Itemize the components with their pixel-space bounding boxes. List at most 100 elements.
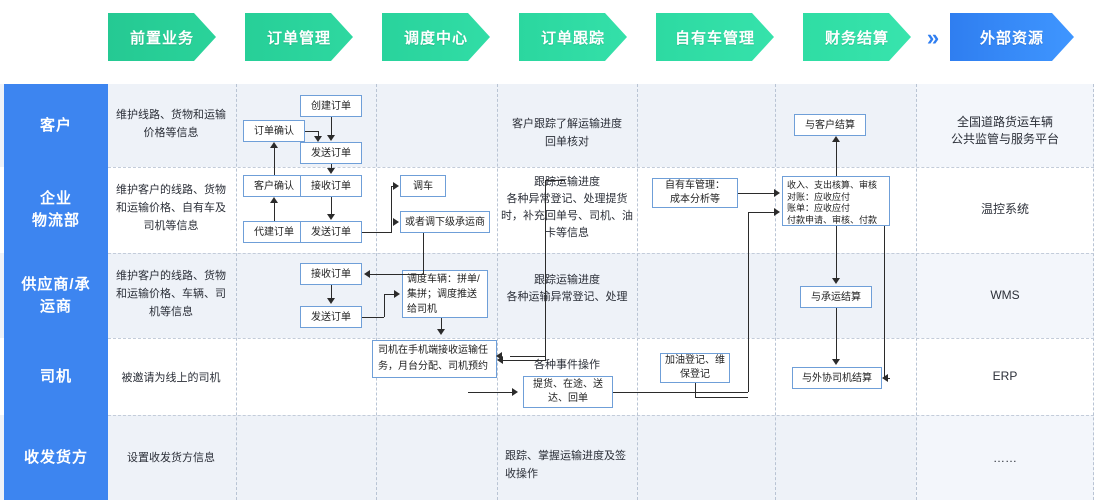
external-band-driver	[916, 338, 1094, 415]
connector-core-to-customer-settle	[836, 142, 837, 176]
box-driver-mobile-task[interactable]: 司机在手机端接收运输任务，月台分配、司机预约	[372, 340, 497, 378]
box-receive-order-1[interactable]: 接收订单	[300, 175, 362, 197]
row-separator	[108, 167, 1094, 168]
connector-schedule-to-driver	[441, 318, 442, 330]
column-separator	[497, 84, 498, 500]
cell-pre-business-customer: 维护线路、货物和运输价格等信息	[116, 109, 226, 139]
cell-tracking-carrier: 跟踪运输进度 各种运输异常登记、处理	[506, 274, 628, 303]
box-tracking-events[interactable]: 提货、在途、送达、回单	[523, 376, 613, 408]
arrow-right-icon	[774, 189, 780, 197]
stage-label: 订单跟踪	[540, 29, 605, 47]
row-label-text: 司机	[39, 367, 72, 385]
box-finance-core[interactable]: 收入、支出核算、审核 对账：应收应付 账单：应收应付 付款申请、审核、付款	[782, 176, 890, 226]
box-schedule-vehicle[interactable]: 调度车辆：拼单/集拼；调度推送给司机	[402, 270, 488, 318]
stage-separator-icon: »	[634, 25, 648, 50]
connector-confirm-to-send	[305, 131, 319, 132]
connector-fuel-down	[695, 383, 696, 397]
column-separator	[376, 84, 377, 500]
arrow-right-icon	[774, 208, 780, 216]
arrow-up-icon	[270, 197, 278, 203]
connector-to-tracking-events	[468, 392, 513, 393]
box-send-order-2[interactable]: 发送订单	[300, 221, 362, 243]
row-band-consignor	[0, 415, 1094, 500]
row-label-text: 供应商/承 运商	[21, 275, 91, 315]
row-label-enterprise-logistics[interactable]: 企业 物流部	[4, 167, 108, 254]
connector-send3-to-schedule	[362, 317, 384, 318]
stage-label: 财务结算	[824, 29, 889, 47]
external-band-consignor	[916, 415, 1094, 500]
row-label-supplier-carrier[interactable]: 供应商/承 运商	[4, 253, 108, 339]
box-settle-with-carrier[interactable]: 与承运结算	[800, 286, 872, 308]
connector-to-schedule-vehicle	[384, 294, 394, 295]
column-separator	[916, 84, 917, 500]
box-send-order-3[interactable]: 发送订单	[300, 306, 362, 328]
stage-chevron-dispatch-center[interactable]: 调度中心	[382, 13, 490, 61]
stage-chevron-own-vehicle-management[interactable]: 自有车管理	[656, 13, 774, 61]
row-band-logistics	[0, 167, 1094, 253]
box-or-sub-carrier[interactable]: 或者调下级承运商	[400, 211, 490, 233]
arrow-right-icon	[394, 290, 400, 298]
box-own-vehicle-management[interactable]: 自有车管理： 成本分析等	[652, 178, 738, 208]
arrow-down-icon	[327, 214, 335, 220]
connector-ownvehicle-to-finance	[738, 193, 774, 194]
box-fuel-maintenance-log[interactable]: 加油登记、维 保登记	[660, 353, 730, 383]
row-label-text: 客户	[39, 116, 72, 134]
arrow-down-icon	[437, 329, 445, 335]
box-create-order[interactable]: 创建订单	[300, 95, 362, 117]
row-separator	[108, 253, 1094, 254]
stage-label: 外部资源	[979, 29, 1044, 47]
connector-events-to-finance-v	[748, 212, 749, 392]
stage-chevron-external-resources[interactable]: 外部资源	[950, 13, 1074, 61]
box-order-confirm[interactable]: 订单确认	[243, 120, 305, 142]
stage-chevron-finance-settlement[interactable]: 财务结算	[803, 13, 911, 61]
stage-label: 自有车管理	[674, 29, 755, 47]
box-proxy-create-order[interactable]: 代建订单	[243, 221, 305, 243]
external-band-customer	[916, 84, 1094, 167]
box-customer-confirm[interactable]: 客户确认	[243, 175, 305, 197]
stage-label: 订单管理	[266, 29, 331, 47]
arrow-down-icon	[327, 135, 335, 141]
stage-separator-icon: »	[926, 25, 940, 50]
box-send-order-1[interactable]: 发送订单	[300, 142, 362, 164]
box-settle-with-customer[interactable]: 与客户结算	[794, 114, 866, 136]
cell-pre-business-logistics: 维护客户的线路、货物和运输价格、自有车及司机等信息	[116, 184, 226, 232]
connector-send-to-receive	[331, 164, 332, 169]
row-band-carrier	[0, 253, 1094, 338]
arrow-left-icon	[497, 356, 503, 364]
arrow-down-icon	[832, 359, 840, 365]
connector-events-to-finance-top	[748, 212, 774, 213]
connector-events-feedback-riser	[545, 180, 546, 360]
box-receive-order-2[interactable]: 接收订单	[300, 263, 362, 285]
cell-tracking-driver-title: 各种事件操作	[534, 359, 600, 371]
cell-external-customer: 全国道路货运车辆 公共监管与服务平台	[950, 115, 1059, 146]
arrow-right-icon	[393, 218, 399, 226]
row-label-driver[interactable]: 司机	[4, 338, 108, 416]
arrow-right-icon	[512, 388, 518, 396]
connector-subcarrier-down	[423, 233, 424, 274]
connector-send3-riser	[384, 294, 385, 317]
connector-create-to-send	[331, 117, 332, 136]
cell-external-consignor: ……	[993, 451, 1017, 465]
row-label-text: 企业 物流部	[31, 190, 80, 229]
row-label-customer[interactable]: 客户	[4, 84, 108, 168]
connector-core-right-down	[884, 226, 885, 378]
arrow-down-icon	[327, 298, 335, 304]
arrow-left-icon	[496, 352, 502, 360]
connector-subcarrier-left	[370, 274, 424, 275]
stage-chevron-pre-business[interactable]: 前置业务	[108, 13, 216, 61]
arrow-down-icon	[314, 136, 322, 142]
column-separator	[236, 84, 237, 500]
stage-chevron-order-tracking[interactable]: 订单跟踪	[519, 13, 627, 61]
cell-external-carrier: WMS	[990, 288, 1020, 302]
box-settle-with-external-driver[interactable]: 与外协司机结算	[792, 367, 882, 389]
stage-chevron-order-management[interactable]: 订单管理	[245, 13, 353, 61]
cell-tracking-logistics: 跟踪运输进度 各种异常登记、处理提货时，补充回单号、司机、油卡等信息	[501, 176, 633, 239]
row-label-consignor[interactable]: 收发货方	[4, 415, 108, 500]
cell-external-logistics: 温控系统	[980, 202, 1029, 216]
stage-separator-icon: »	[360, 25, 374, 50]
arrow-down-icon	[832, 278, 840, 284]
stage-label: 调度中心	[403, 29, 468, 47]
box-dispatch-vehicle[interactable]: 调车	[400, 175, 446, 197]
connector-carrier-to-ext-driver	[836, 308, 837, 359]
stage-separator-icon: »	[497, 25, 511, 50]
